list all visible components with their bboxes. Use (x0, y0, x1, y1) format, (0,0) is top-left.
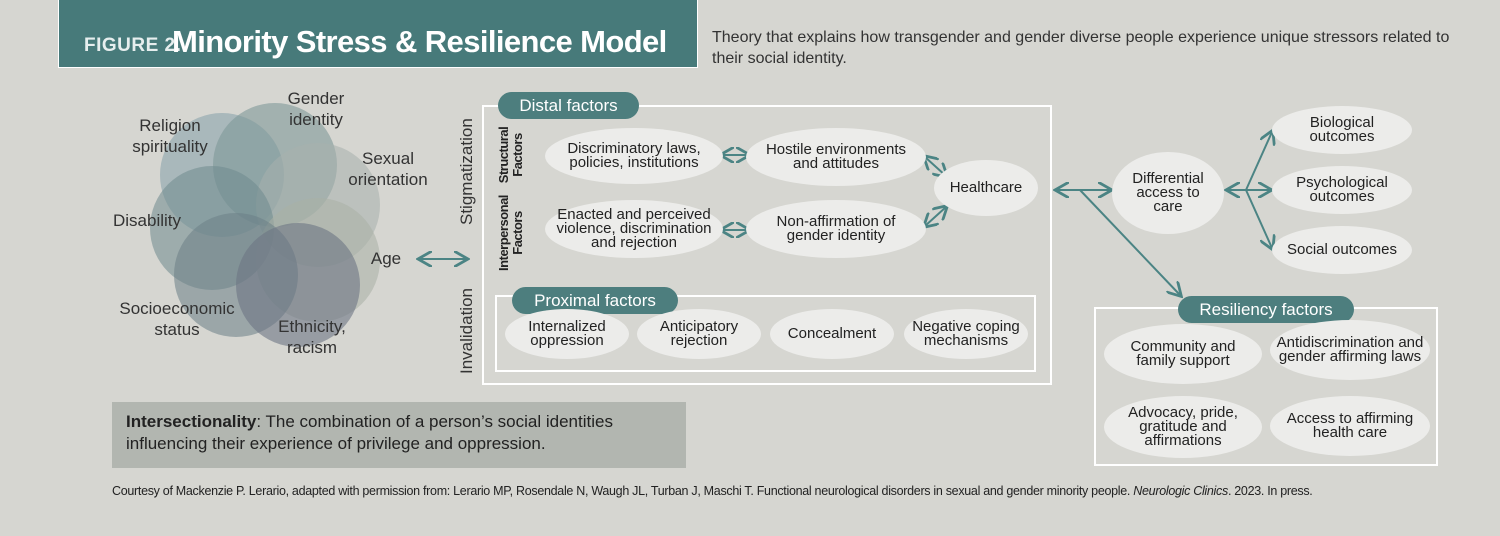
label-ethnicity: Ethnicity, racism (278, 317, 346, 357)
proximal-factors-title: Proximal factors (512, 287, 678, 314)
label-sexual-orientation: Sexual orientation (348, 149, 428, 189)
label-age: Age (370, 249, 402, 268)
label-gender-identity: Gender identity (287, 89, 345, 129)
node-differential-access: Differential access to care (1112, 152, 1224, 234)
intersectionality-text: : The combination of a person’s social i… (126, 412, 613, 453)
node-healthcare: Healthcare (934, 160, 1038, 216)
distal-factors-title: Distal factors (498, 92, 639, 119)
intersectionality-box: Intersectionality: The combination of a … (112, 402, 686, 468)
node-affirming-health-care: Access to affirming health care (1270, 396, 1430, 456)
node-concealment: Concealment (770, 309, 894, 359)
node-non-affirmation: Non-affirmation of gender identity (746, 200, 926, 258)
access-biological-arrow (1245, 132, 1272, 191)
nonaff-healthcare-arrow (925, 207, 946, 226)
proximal-box (495, 295, 1036, 372)
interpersonal-factors-label: Interpersonal Factors (496, 195, 525, 271)
structural-factors-label: Structural Factors (496, 126, 525, 184)
title-banner (58, 0, 698, 68)
node-community-support: Community and family support (1104, 324, 1262, 384)
node-discriminatory-laws: Discriminatory laws, policies, instituti… (545, 128, 723, 184)
node-hostile-environments: Hostile environments and attitudes (746, 128, 926, 186)
credit-line: Courtesy of Mackenzie P. Lerario, adapte… (112, 484, 1313, 498)
resiliency-arrow (1079, 189, 1180, 295)
petal-ethnicity (236, 223, 360, 347)
intersectionality-term: Intersectionality (126, 412, 257, 431)
page-title: Minority Stress & Resilience Model (172, 24, 667, 59)
node-advocacy-pride: Advocacy, pride, gratitude and affirmati… (1104, 396, 1262, 458)
node-internalized-oppression: Internalized oppression (505, 309, 629, 359)
stigmatization-label: Stigmatization (457, 118, 476, 225)
node-enacted-violence: Enacted and perceived violence, discrimi… (545, 200, 723, 258)
node-biological-outcomes: Biological outcomes (1272, 106, 1412, 154)
node-antidiscrimination-laws: Antidiscrimination and gender affirming … (1270, 320, 1430, 380)
figure-label: FIGURE 2. (84, 35, 182, 56)
label-religion: Religion spirituality (132, 116, 208, 156)
description: Theory that explains how transgender and… (712, 29, 1450, 67)
identity-petals (150, 103, 380, 347)
node-anticipatory-rejection: Anticipatory rejection (637, 309, 761, 359)
access-social-arrow (1245, 189, 1272, 248)
distal-box (482, 105, 1052, 385)
credit-tail: . 2023. In press. (1227, 484, 1313, 498)
label-disability: Disability (112, 211, 182, 230)
invalidation-label: Invalidation (457, 288, 476, 375)
node-social-outcomes: Social outcomes (1272, 226, 1412, 274)
label-socioeconomic: Socioeconomic status (119, 299, 235, 339)
node-psychological-outcomes: Psychological outcomes (1272, 166, 1412, 214)
resiliency-factors-title: Resiliency factors (1178, 296, 1354, 323)
credit-text: Courtesy of Mackenzie P. Lerario, adapte… (112, 484, 1131, 498)
node-negative-coping: Negative coping mechanisms (904, 309, 1028, 359)
credit-journal: Neurologic Clinics (1133, 484, 1228, 498)
